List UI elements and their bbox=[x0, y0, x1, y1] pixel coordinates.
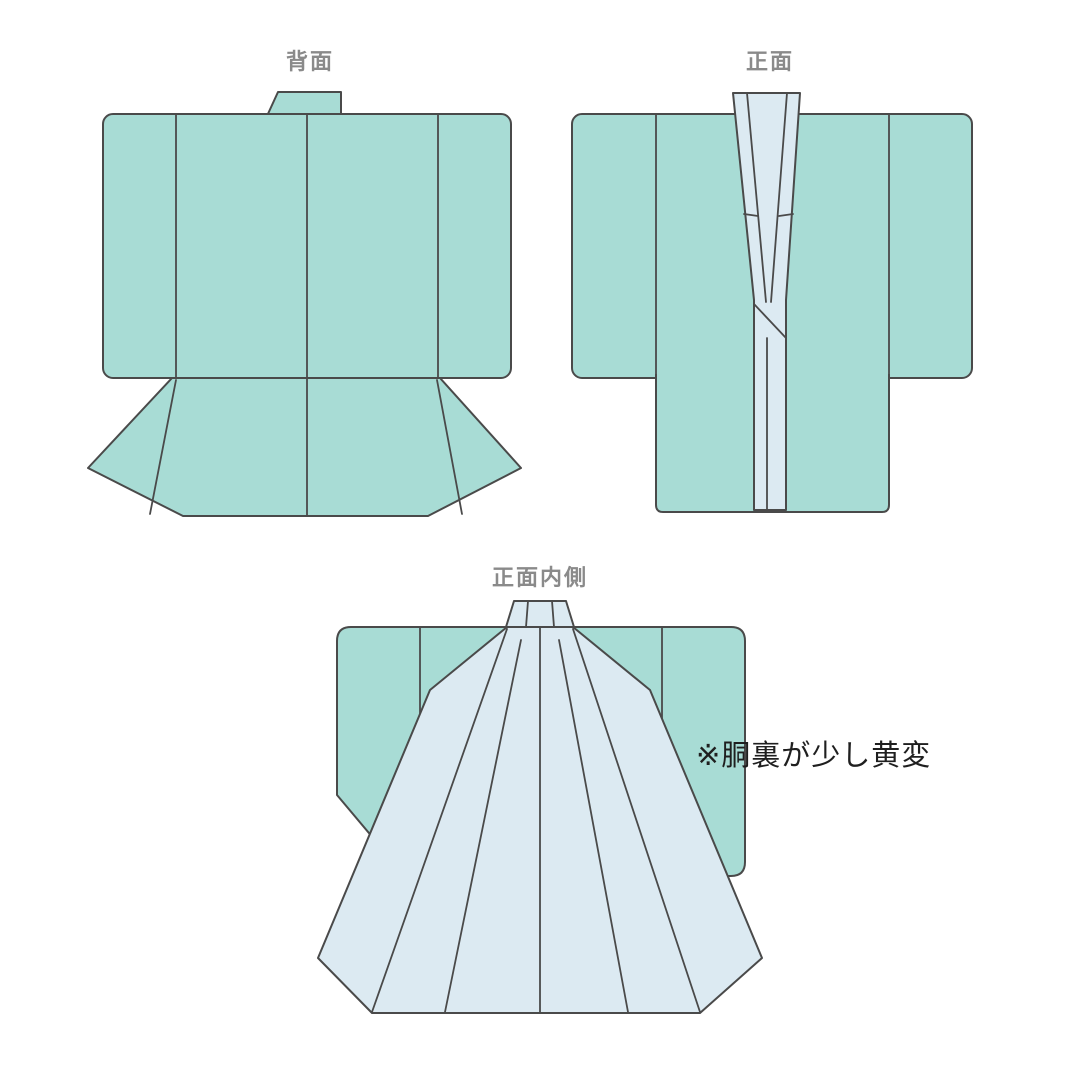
lining-fan-line bbox=[371, 628, 508, 1013]
inside-lining-seams bbox=[371, 600, 701, 1013]
tab-fold-line bbox=[525, 600, 529, 628]
back-view-drawing bbox=[87, 91, 522, 517]
back-seam-lines bbox=[149, 113, 463, 517]
inside-collar-tab bbox=[505, 600, 575, 628]
collar-fold-tick bbox=[778, 213, 794, 217]
back-skirt bbox=[87, 377, 522, 517]
back-collar-tab bbox=[266, 91, 342, 117]
front-sleeve-seams bbox=[655, 113, 890, 379]
seam-line bbox=[436, 379, 463, 515]
lining-fan-line bbox=[558, 639, 629, 1013]
front-collar-detail-lines bbox=[743, 92, 794, 511]
collar-fold-tick bbox=[743, 213, 759, 217]
lining-fan-line bbox=[572, 628, 701, 1013]
collar-inner-line bbox=[770, 92, 788, 303]
collar-cross-line bbox=[753, 303, 787, 339]
back-view-label: 背面 bbox=[285, 49, 334, 74]
front-view-drawing bbox=[571, 92, 973, 513]
lining-fan-line bbox=[444, 639, 522, 1013]
lining-condition-note: ※胴裏が少し黄変 bbox=[696, 740, 932, 772]
front-view-label: 正面 bbox=[745, 49, 794, 74]
front-inside-view-label: 正面内側 bbox=[491, 565, 588, 590]
tab-fold-line bbox=[551, 600, 555, 628]
seam-line bbox=[149, 379, 177, 515]
collar-inner-line bbox=[746, 92, 767, 303]
front-inside-view-drawing bbox=[317, 600, 763, 1014]
